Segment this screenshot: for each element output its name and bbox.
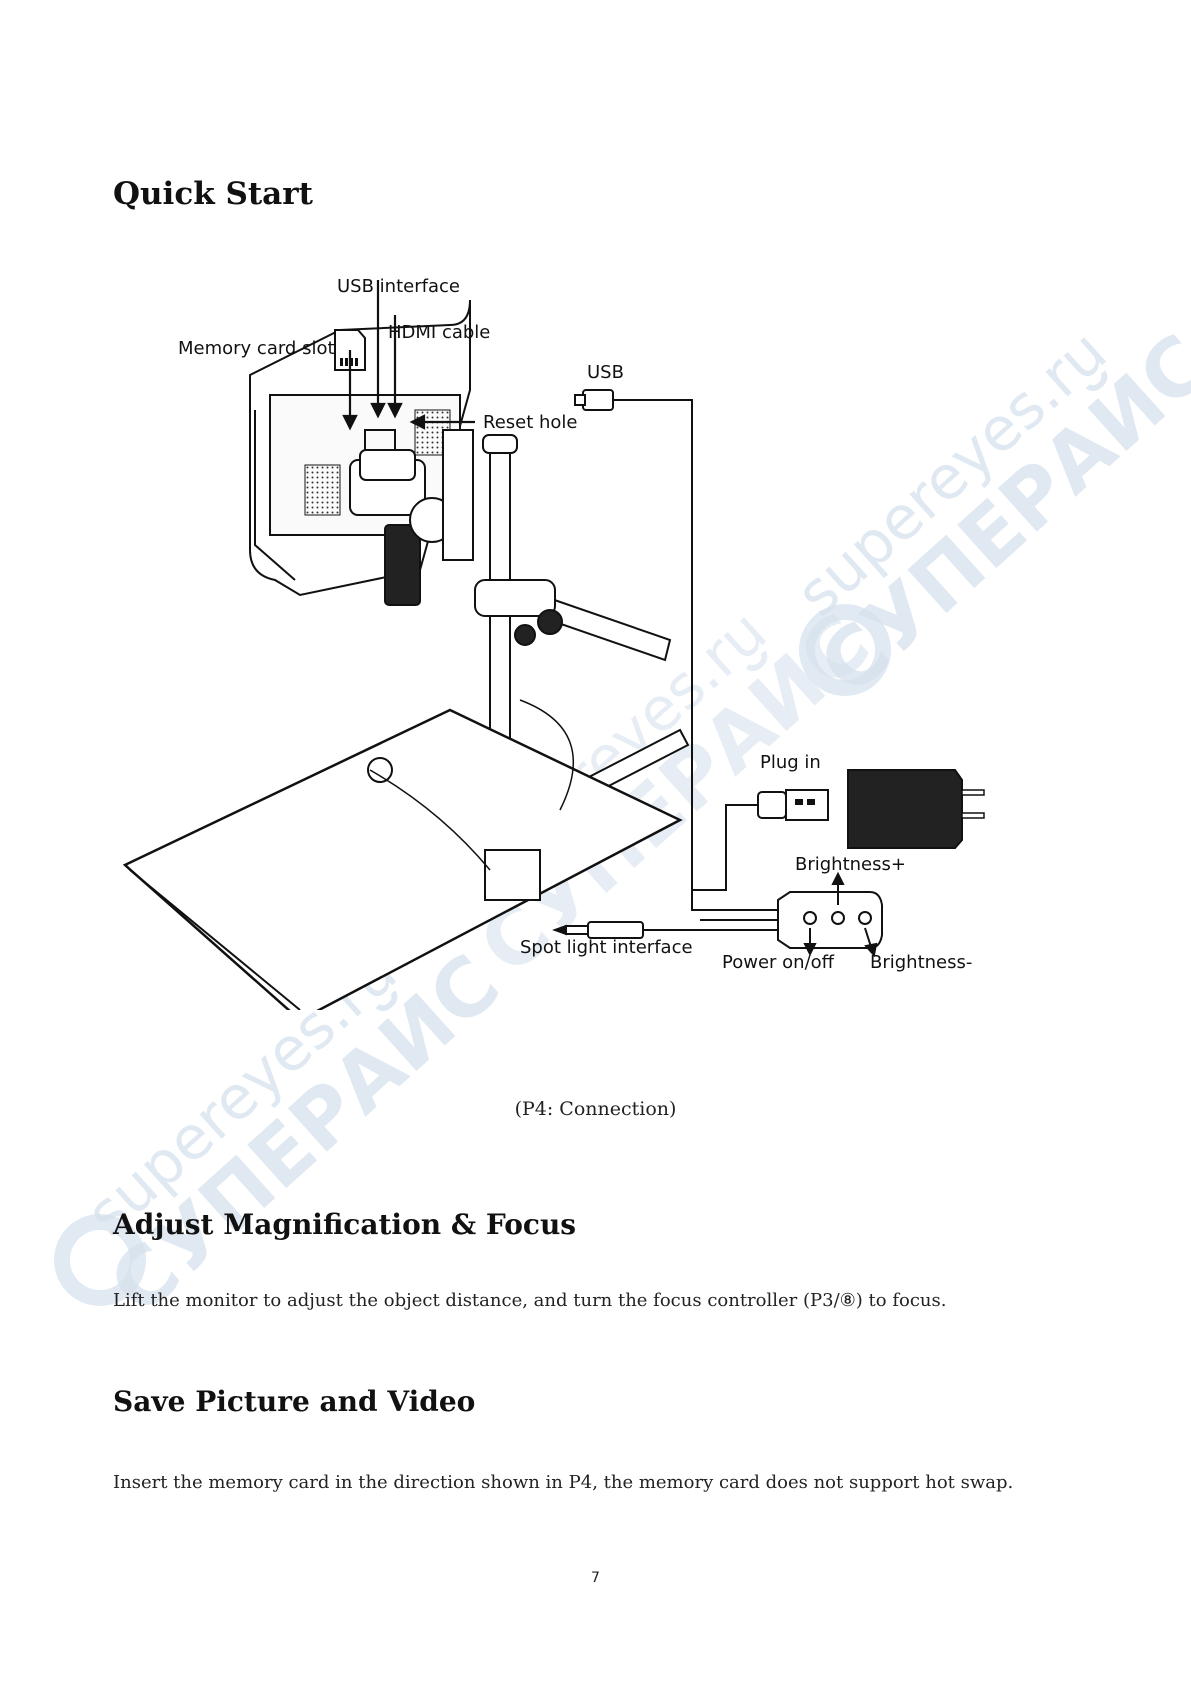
usb-plug-icon	[757, 789, 829, 821]
usb-cable	[612, 399, 778, 931]
callout-arrows	[342, 280, 475, 431]
lens-barrel	[384, 524, 421, 606]
usb-connector-icon	[574, 389, 614, 411]
label-spot-light-interface: Spot light interface	[520, 937, 693, 958]
pillar	[442, 429, 474, 561]
brightness-plus-button-icon	[831, 911, 845, 925]
brightness-minus-button-icon	[858, 911, 872, 925]
audio-jack-icon	[552, 921, 644, 939]
figure-caption: (P4: Connection)	[514, 1098, 677, 1120]
label-plug-in: Plug in	[760, 752, 821, 773]
heading-quick-start: Quick Start	[113, 176, 313, 212]
page-number: 7	[591, 1570, 600, 1586]
paragraph-save: Insert the memory card in the direction …	[113, 1472, 1014, 1493]
label-brightness-minus: Brightness-	[870, 952, 972, 973]
heading-save-picture: Save Picture and Video	[113, 1385, 476, 1418]
power-button-icon	[803, 911, 817, 925]
connection-diagram: USB interface HDMI cable Memory card slo…	[122, 276, 985, 1010]
control-box	[777, 891, 883, 949]
heading-adjust-magnification: Adjust Magnification & Focus	[113, 1208, 577, 1241]
label-memory-card-slot: Memory card slot	[178, 338, 335, 359]
paragraph-adjust: Lift the monitor to adjust the object di…	[113, 1290, 947, 1311]
label-usb: USB	[587, 362, 624, 383]
label-brightness-plus: Brightness+	[795, 854, 906, 875]
base-plate	[122, 708, 683, 1010]
label-hdmi-cable: HDMI cable	[388, 322, 490, 343]
power-adapter-icon	[847, 769, 985, 849]
label-power-onoff: Power on/off	[722, 952, 835, 973]
label-reset-hole: Reset hole	[483, 412, 578, 433]
label-usb-interface: USB interface	[337, 276, 460, 297]
